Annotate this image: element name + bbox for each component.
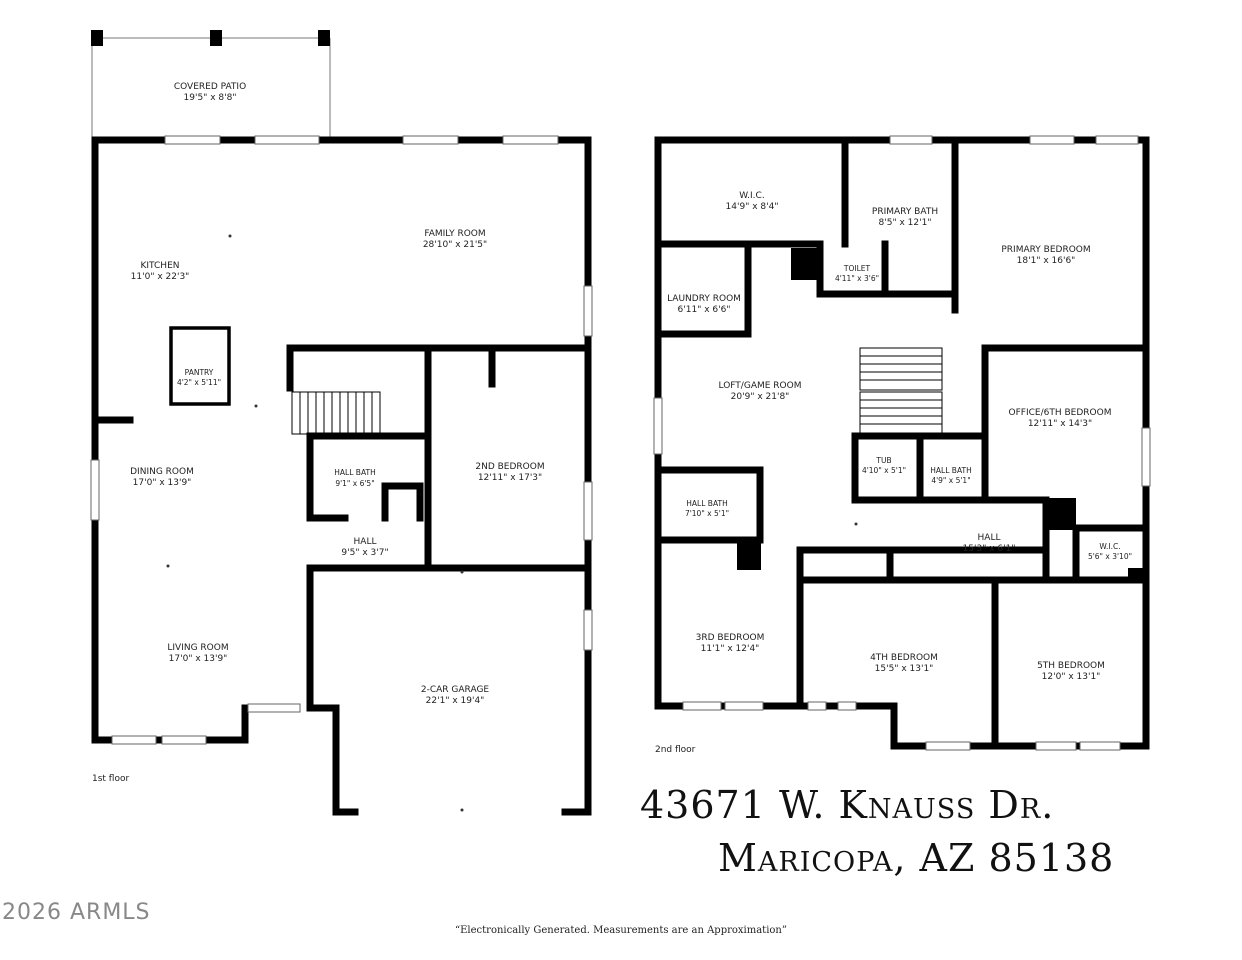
pantry-label: PANTRY	[185, 368, 214, 377]
hall-bath-upper-right-label: HALL BATH	[930, 466, 971, 475]
wic-dimensions: 14'9" x 8'4"	[726, 202, 779, 212]
tub-label: TUB	[875, 456, 891, 465]
second-floor-plan: W.I.C. 14'9" x 8'4" PRIMARY BATH 8'5" x …	[653, 135, 1151, 755]
office-dimensions: 12'11" x 14'3"	[1028, 419, 1092, 429]
second-floor-exterior-walls	[654, 136, 1150, 750]
wic-small-dimensions: 5'6" x 3'10"	[1088, 552, 1132, 561]
pantry-dimensions: 4'2" x 5'11"	[177, 378, 221, 387]
dining-room-label: DINING ROOM	[130, 467, 194, 477]
living-room-dimensions: 17'0" x 13'9"	[169, 654, 228, 664]
first-floor-plan: COVERED PATIO 19'5" x 8'8" FAMILY ROOM 2…	[90, 30, 593, 816]
wic-small-label: W.I.C.	[1099, 542, 1120, 551]
toilet-label: TOILET	[843, 264, 871, 273]
office-label: OFFICE/6TH BEDROOM	[1009, 408, 1112, 418]
primary-bedroom-dimensions: 18'1" x 16'6"	[1017, 256, 1076, 266]
fourth-bedroom-label: 4TH BEDROOM	[870, 653, 938, 663]
dining-room-dimensions: 17'0" x 13'9"	[133, 478, 192, 488]
tub-dimensions: 4'10" x 5'1"	[862, 466, 906, 475]
pantry-walls	[169, 326, 231, 406]
living-room-label: LIVING ROOM	[167, 643, 228, 653]
second-bedroom-label: 2ND BEDROOM	[475, 462, 544, 472]
first-floor-hall-label: HALL	[354, 537, 377, 547]
hall-bath-upper-right-dimensions: 4'9" x 5'1"	[931, 476, 970, 485]
second-floor-stairs	[859, 347, 943, 435]
family-room-dimensions: 28'10" x 21'5"	[423, 240, 487, 250]
second-floor-label: 2nd floor	[655, 745, 696, 755]
hall-bath-dimensions: 9'1" x 6'5"	[335, 479, 374, 488]
first-floor-stairs	[291, 391, 381, 435]
hall-bath-upper-left-dimensions: 7'10" x 5'1"	[685, 509, 729, 518]
second-floor-interior-walls	[654, 136, 1150, 750]
hall-bath-upper-left-label: HALL BATH	[686, 499, 727, 508]
first-floor-interior-walls	[91, 344, 592, 712]
copyright-watermark: 2026 ARMLS	[2, 900, 151, 925]
address-line-2: Maricopa, AZ 85138	[718, 836, 1114, 880]
fourth-bedroom-dimensions: 15'5" x 13'1"	[875, 664, 934, 674]
covered-patio-dimensions: 19'5" x 8'8"	[184, 93, 237, 103]
garage-label: 2-CAR GARAGE	[421, 685, 490, 695]
primary-bath-label: PRIMARY BATH	[872, 207, 938, 217]
fifth-bedroom-dimensions: 12'0" x 13'1"	[1042, 672, 1101, 682]
garage-dimensions: 22'1" x 19'4"	[426, 696, 485, 706]
disclaimer-text: “Electronically Generated. Measurements …	[455, 925, 787, 936]
third-bedroom-dimensions: 11'1" x 12'4"	[701, 644, 760, 654]
first-floor-label: 1st floor	[92, 774, 129, 784]
first-floor-hall-dimensions: 9'5" x 3'7"	[341, 548, 388, 558]
loft-label: LOFT/GAME ROOM	[719, 381, 802, 391]
laundry-room-dimensions: 6'11" x 6'6"	[678, 305, 731, 315]
covered-patio-label: COVERED PATIO	[174, 82, 246, 92]
laundry-room-label: LAUNDRY ROOM	[667, 294, 741, 304]
toilet-dimensions: 4'11" x 3'6"	[835, 274, 879, 283]
covered-patio-outline	[91, 30, 331, 140]
second-bedroom-dimensions: 12'11" x 17'3"	[478, 473, 542, 483]
family-room-label: FAMILY ROOM	[424, 229, 485, 239]
wic-label: W.I.C.	[739, 191, 764, 201]
loft-dimensions: 20'9" x 21'8"	[731, 392, 790, 402]
primary-bath-dimensions: 8'5" x 12'1"	[879, 218, 932, 228]
address-line-1: 43671 W. Knauss Dr.	[640, 783, 1054, 827]
second-floor-hall-label: HALL	[978, 533, 1001, 543]
hall-bath-label: HALL BATH	[334, 468, 375, 477]
kitchen-label: KITCHEN	[141, 261, 180, 271]
fifth-bedroom-label: 5TH BEDROOM	[1037, 661, 1105, 671]
third-bedroom-label: 3RD BEDROOM	[696, 633, 765, 643]
second-floor-hall-dimensions: 15'3" x 6'1"	[963, 544, 1016, 554]
primary-bedroom-label: PRIMARY BEDROOM	[1001, 245, 1090, 255]
kitchen-dimensions: 11'0" x 22'3"	[131, 272, 190, 282]
